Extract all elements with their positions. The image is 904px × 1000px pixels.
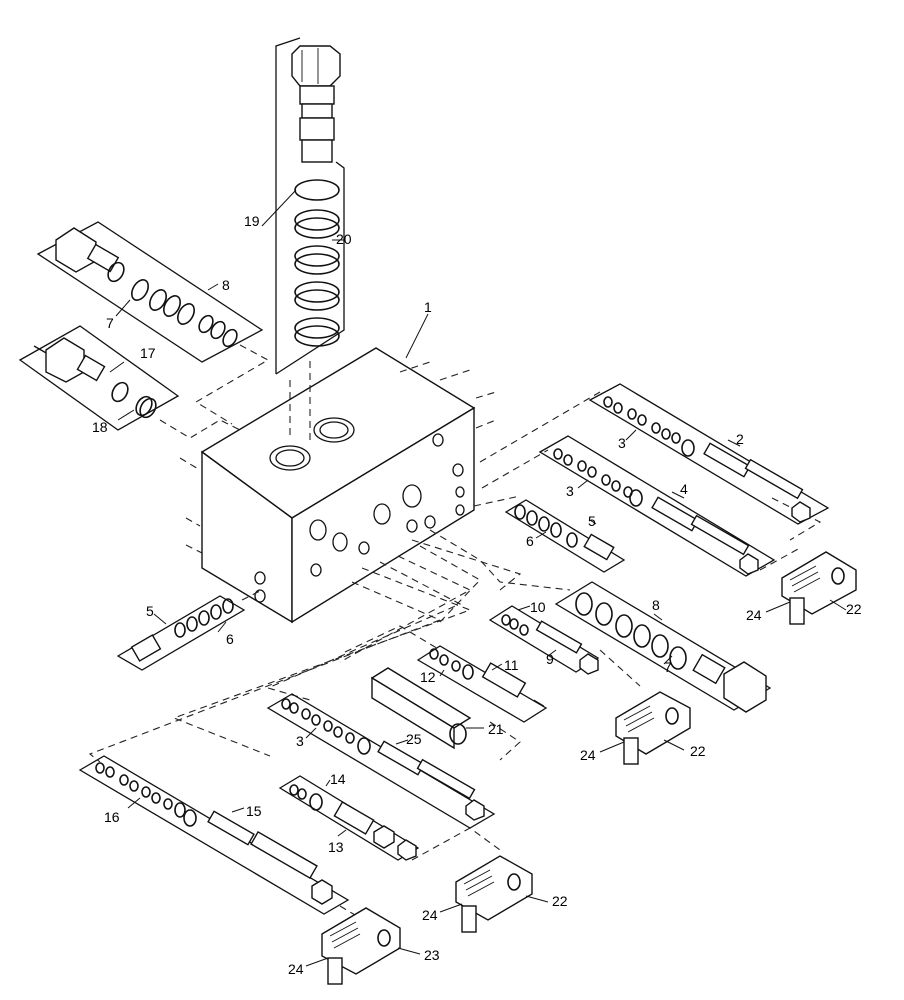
plug-21 bbox=[370, 667, 484, 750]
solenoid-coil-upper-right bbox=[765, 551, 857, 625]
manifold-block bbox=[200, 347, 476, 624]
callout-17: 17 bbox=[140, 345, 156, 361]
callout-23: 23 bbox=[424, 947, 440, 963]
callout-15: 15 bbox=[246, 803, 262, 819]
solenoid-coil-lower-middle bbox=[439, 855, 549, 933]
solenoid-coil-middle bbox=[599, 691, 691, 765]
right-solenoid-valve-upper bbox=[588, 383, 830, 525]
lower-left-solenoid-valve bbox=[78, 755, 350, 915]
callout-6-right: 6 bbox=[526, 533, 534, 549]
callout-24-bottom: 24 bbox=[288, 961, 304, 977]
callout-3-lower: 3 bbox=[296, 733, 304, 749]
callout-24-middle: 24 bbox=[580, 747, 596, 763]
assembly-center-lines bbox=[88, 344, 822, 919]
callout-25: 25 bbox=[406, 731, 422, 747]
left-check-valve bbox=[116, 595, 246, 671]
callout-5-left: 5 bbox=[146, 603, 154, 619]
callout-8-upper: 8 bbox=[222, 277, 230, 293]
callout-14: 14 bbox=[330, 771, 346, 787]
small-valve-9-10 bbox=[488, 605, 600, 675]
right-check-valve bbox=[504, 499, 626, 573]
callout-20: 20 bbox=[336, 231, 352, 247]
callout-21: 21 bbox=[488, 721, 504, 737]
small-valve-11-12 bbox=[416, 645, 548, 723]
callout-24-upper: 24 bbox=[746, 607, 762, 623]
callout-16: 16 bbox=[104, 809, 120, 825]
top-relief-cartridge bbox=[261, 37, 345, 375]
callout-1: 1 bbox=[424, 299, 432, 315]
callout-12: 12 bbox=[420, 669, 436, 685]
callout-22-lower: 22 bbox=[552, 893, 568, 909]
solenoid-coil-bottom-left bbox=[305, 907, 421, 985]
callout-18: 18 bbox=[92, 419, 108, 435]
callout-10: 10 bbox=[530, 599, 546, 615]
right-solenoid-valve-middle bbox=[538, 435, 776, 577]
right-relief-valve bbox=[554, 581, 772, 713]
callout-22-middle: 22 bbox=[690, 743, 706, 759]
callout-labels: 1 2 3 3 3 4 5 5 6 6 7 7 8 8 9 10 11 12 1… bbox=[92, 213, 862, 977]
callout-8-right: 8 bbox=[652, 597, 660, 613]
callout-3-upper: 3 bbox=[618, 435, 626, 451]
lower-solenoid-valve-25 bbox=[266, 693, 496, 829]
callout-4: 4 bbox=[680, 481, 688, 497]
callout-6-left: 6 bbox=[226, 631, 234, 647]
callout-7-right: 7 bbox=[664, 659, 672, 675]
callout-9: 9 bbox=[546, 651, 554, 667]
callout-5-right: 5 bbox=[588, 513, 596, 529]
small-valve-13-14 bbox=[278, 775, 420, 861]
callout-11: 11 bbox=[504, 657, 519, 673]
callout-2: 2 bbox=[736, 431, 744, 447]
callout-24-lower: 24 bbox=[422, 907, 438, 923]
callout-13: 13 bbox=[328, 839, 344, 855]
left-pressure-switch bbox=[18, 325, 180, 431]
callout-19: 19 bbox=[244, 213, 260, 229]
callout-22-upper: 22 bbox=[846, 601, 862, 617]
upper-left-relief-valve bbox=[36, 221, 264, 363]
callout-7-upper: 7 bbox=[106, 315, 114, 331]
callout-3-middle: 3 bbox=[566, 483, 574, 499]
